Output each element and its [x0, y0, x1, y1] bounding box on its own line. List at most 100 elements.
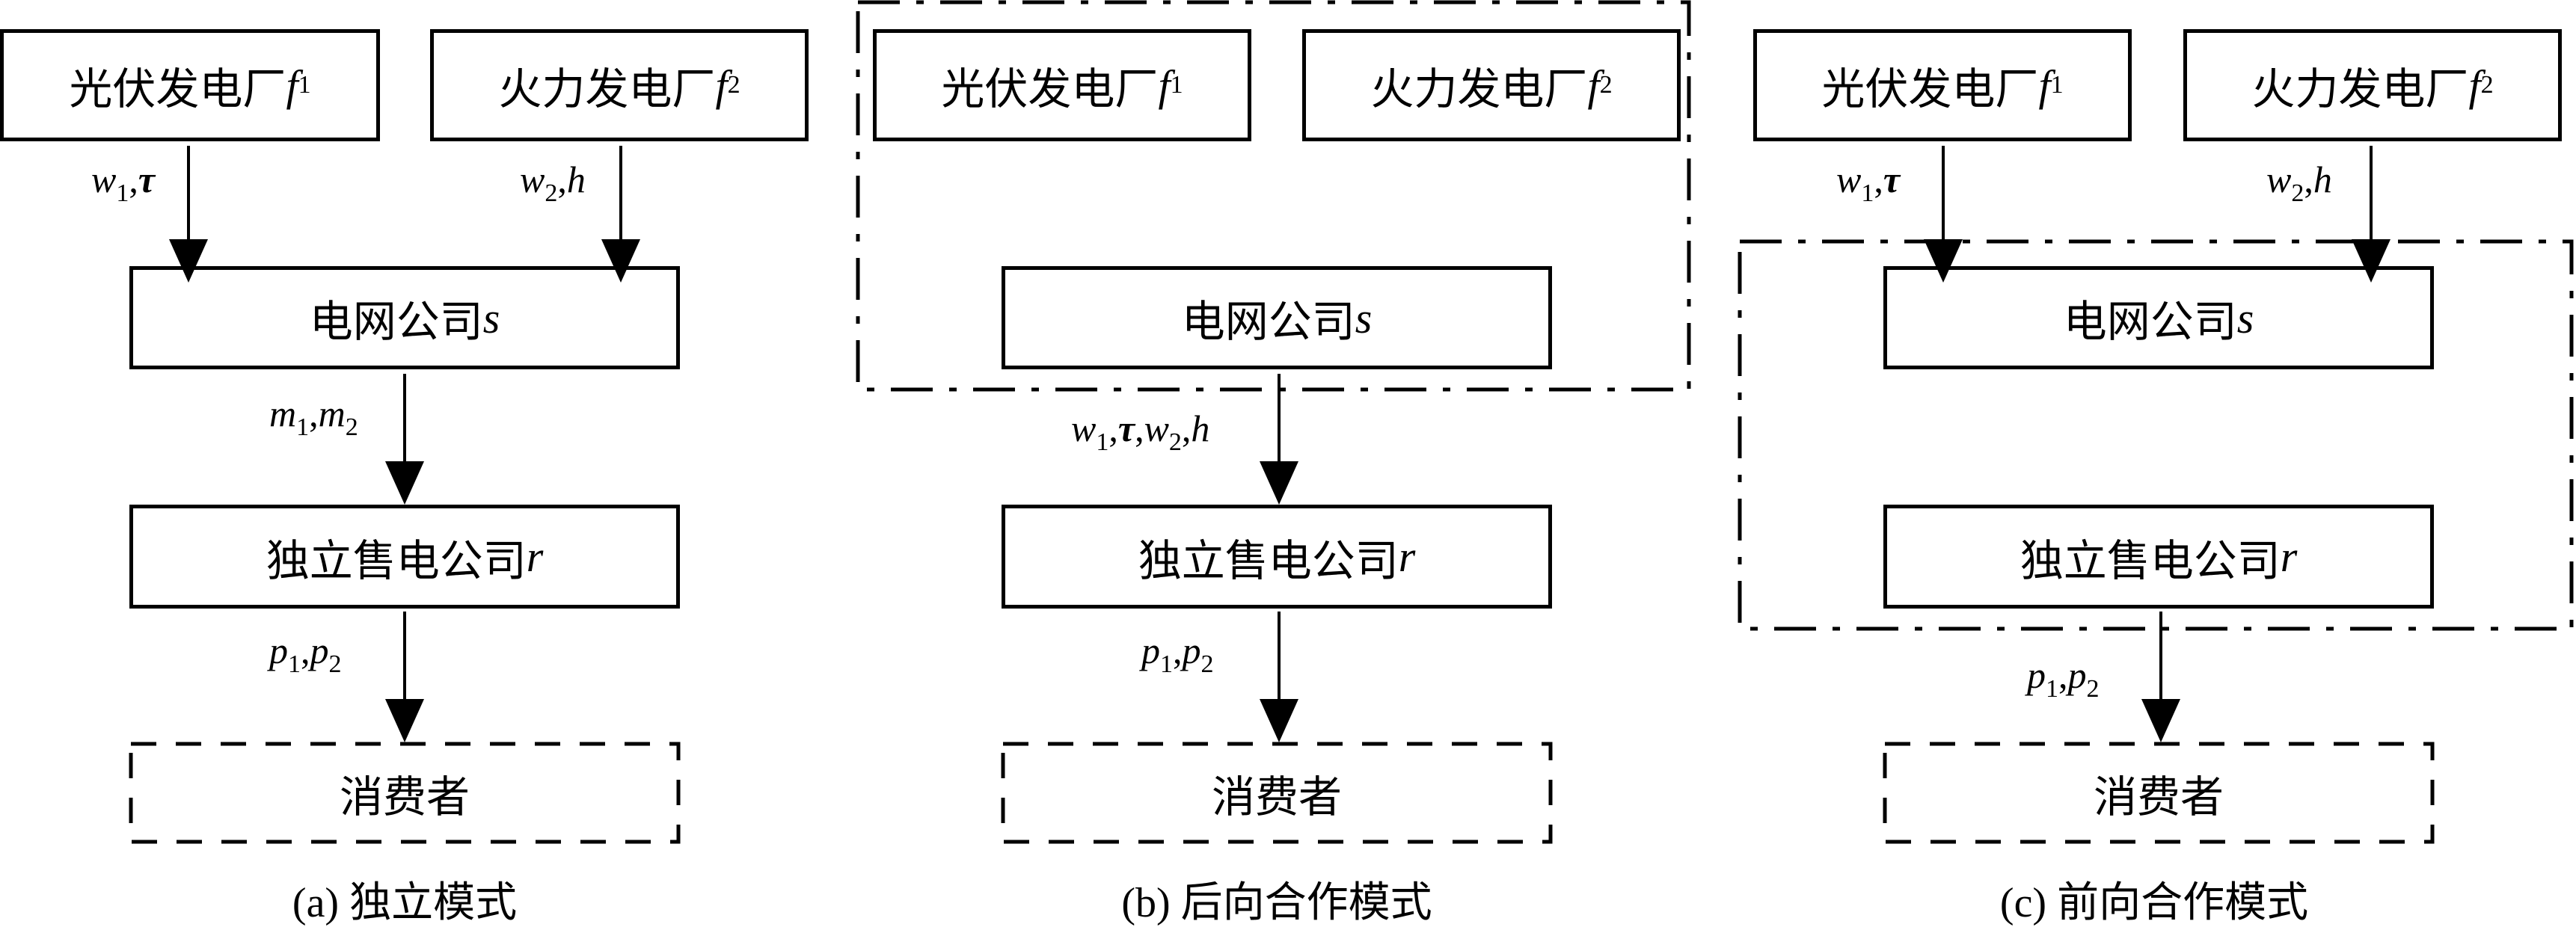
node-label: 独立售电公司	[266, 536, 527, 585]
label-variable: τ	[138, 158, 156, 200]
label-variable: w	[91, 158, 117, 200]
panel-b-arrow-retailer-consumer-arrowhead-icon	[1260, 699, 1298, 742]
label-subscript: 1	[296, 413, 310, 441]
panel-b-consumer-dashed-border	[1001, 742, 1553, 844]
label-separator: ,	[2304, 158, 2313, 200]
label-subscript: 2	[328, 650, 342, 678]
node-label: 电网公司	[309, 298, 483, 346]
node-label: 光伏发电厂	[69, 65, 286, 114]
panel-b-consumer-node: 消费者	[1002, 742, 1552, 843]
node-var: f	[2468, 61, 2481, 110]
label-subscript: 1	[116, 179, 129, 207]
panel-a-edge-label-thermal-grid: w2,h	[520, 161, 586, 206]
node-label: 消费者	[1211, 772, 1342, 822]
panel-a-consumer-node: 消费者	[129, 742, 680, 843]
label-separator: ,	[309, 392, 319, 434]
panel-a-arrow-thermal-grid-arrowhead-icon	[601, 239, 640, 283]
panel-c-consumer-node: 消费者	[1883, 742, 2434, 843]
node-var: r	[2280, 532, 2298, 581]
panel-b-edge-label-retailer-consumer: p1,p2	[1141, 632, 1214, 677]
node-label: 独立售电公司	[2020, 536, 2281, 585]
label-subscript: 1	[288, 650, 301, 678]
label-subscript: 2	[345, 413, 358, 441]
label-separator: ,	[1108, 407, 1118, 449]
node-var: s	[2236, 293, 2254, 342]
node-label: 火力发电厂	[1370, 65, 1588, 114]
node-var: r	[526, 532, 544, 581]
label-variable: p	[1182, 629, 1201, 671]
label-variable: p	[2067, 654, 2087, 696]
node-label: 光伏发电厂	[941, 65, 1159, 114]
label-separator: ,	[301, 629, 310, 671]
label-subscript: 2	[2086, 675, 2100, 703]
label-separator: ,	[557, 158, 567, 200]
node-var: s	[1355, 293, 1373, 342]
panel-a-arrow-pv-grid-arrowhead-icon	[169, 239, 208, 283]
panel-c-arrow-retailer-consumer-arrowhead-icon	[2141, 699, 2180, 742]
panel-c-edge-label-retailer-consumer: p1,p2	[2027, 656, 2100, 702]
node-sub: 2	[1599, 71, 1613, 99]
label-variable: τ	[1117, 407, 1135, 449]
node-label: 火力发电厂	[2251, 65, 2469, 114]
label-subscript: 1	[1096, 428, 1109, 456]
node-label: 光伏发电厂	[1821, 65, 2039, 114]
label-subscript: 2	[2291, 179, 2304, 207]
node-sub: 2	[2480, 71, 2494, 99]
label-variable: m	[318, 392, 346, 434]
panel-c-cooperation-group-border	[1738, 239, 2574, 631]
label-variable: p	[310, 629, 329, 671]
panel-c-arrow-pv-grid-arrowhead-icon	[1924, 239, 1963, 283]
panel-a-edge-label-retailer-consumer: p1,p2	[269, 632, 342, 677]
node-label: 消费者	[2093, 772, 2224, 822]
node-var: r	[1398, 532, 1416, 581]
panel-c-caption: (c) 前向合作模式	[1999, 880, 2309, 926]
node-sub: 1	[2050, 71, 2064, 99]
panel-a-edge-label-grid-retailer: m1,m2	[269, 395, 358, 440]
label-variable: h	[566, 158, 586, 200]
label-separator: ,	[2058, 654, 2068, 696]
label-variable: p	[1141, 629, 1160, 671]
panel-a-caption: (a) 独立模式	[292, 880, 518, 926]
label-variable: p	[269, 629, 288, 671]
label-subscript: 1	[2046, 675, 2058, 703]
node-var: f	[1158, 61, 1171, 110]
node-label: 电网公司	[2063, 298, 2237, 346]
label-separator: ,	[1874, 158, 1883, 200]
panel-b-cooperation-group-border	[856, 0, 1691, 392]
label-subscript: 2	[1200, 650, 1214, 678]
node-sub: 1	[298, 71, 311, 99]
panel-c-edge-label-pv-grid: w1,τ	[1836, 161, 1900, 206]
label-subscript: 1	[1160, 650, 1173, 678]
label-separator: ,	[1135, 407, 1144, 449]
label-subscript: 2	[545, 179, 558, 207]
node-sub: 1	[1170, 71, 1183, 99]
label-variable: w	[1836, 158, 1862, 200]
label-separator: ,	[129, 158, 138, 200]
label-variable: w	[520, 158, 545, 200]
label-separator: ,	[1173, 629, 1183, 671]
label-subscript: 1	[1861, 179, 1874, 207]
panel-c-consumer-dashed-border	[1883, 742, 2435, 844]
node-var: f	[715, 61, 728, 110]
node-label: 火力发电厂	[498, 65, 716, 114]
node-label: 电网公司	[1181, 298, 1355, 346]
panel-c-edge-label-thermal-grid: w2,h	[2266, 161, 2332, 206]
node-label: 消费者	[339, 772, 470, 822]
panel-b-caption: (b) 后向合作模式	[1121, 880, 1432, 926]
panel-a-edge-label-pv-grid: w1,τ	[91, 161, 155, 206]
node-var: f	[1587, 61, 1600, 110]
label-subscript: 2	[1168, 428, 1182, 456]
node-var: f	[2038, 61, 2051, 110]
panel-a-consumer-dashed-border	[129, 742, 681, 844]
node-var: s	[482, 293, 500, 342]
